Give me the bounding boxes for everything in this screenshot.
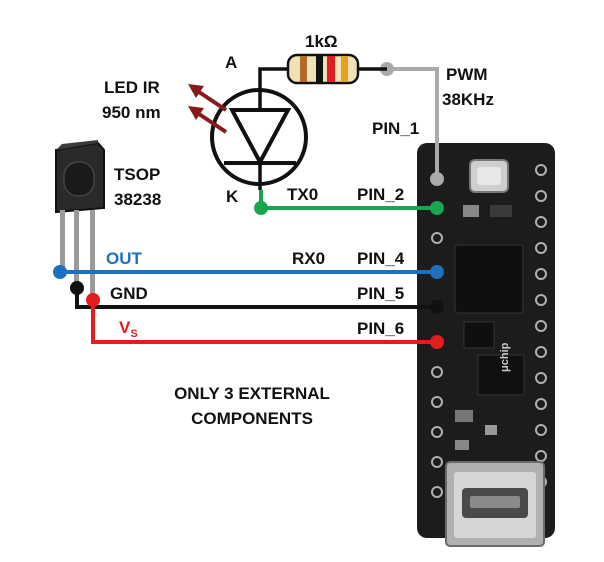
- vs-label-subscript: S: [130, 328, 137, 340]
- wire-vs: [91, 300, 437, 344]
- wire-pwm: [387, 67, 439, 179]
- ir-led-symbol: [210, 67, 308, 190]
- led-label-line1: LED IR: [104, 78, 160, 97]
- rx0-label: RX0: [292, 249, 325, 268]
- led-label-line2: 950 nm: [102, 103, 161, 122]
- node-pin1: [430, 172, 444, 186]
- ir-emission-arrows: [188, 84, 228, 134]
- node-out: [53, 265, 67, 279]
- note-line1: ONLY 3 EXTERNAL: [174, 384, 330, 403]
- pwm-label-line2: 38KHz: [442, 90, 494, 109]
- pin1-label: PIN_1: [372, 119, 419, 138]
- gnd-label: GND: [110, 284, 148, 303]
- vs-label-main: V: [119, 318, 131, 337]
- resistor-1k: [282, 53, 387, 85]
- node-vs: [86, 293, 100, 307]
- pin5-label: PIN_5: [357, 284, 404, 303]
- tsop-label-line1: TSOP: [114, 165, 160, 184]
- tx0-label: TX0: [287, 185, 318, 204]
- pwm-label-line1: PWM: [446, 65, 488, 84]
- node-pin5: [430, 300, 444, 314]
- node-pin4: [430, 265, 444, 279]
- anode-label: A: [225, 53, 237, 72]
- node-pin2: [430, 201, 444, 215]
- tsop-leg-gnd: [74, 210, 79, 288]
- tsop-label-line2: 38238: [114, 190, 161, 209]
- pin2-label: PIN_2: [357, 185, 404, 204]
- microcontroller-board: μchip: [417, 143, 555, 547]
- mcu-chip: [454, 244, 524, 314]
- resistor-value-label: 1kΩ: [305, 32, 338, 51]
- node-gnd: [70, 281, 84, 295]
- node-pin6: [430, 335, 444, 349]
- node-cathode: [254, 201, 268, 215]
- board-brand: μchip: [499, 342, 511, 372]
- tsop-leg-out: [60, 210, 65, 272]
- pin6-label: PIN_6: [357, 319, 404, 338]
- pin4-label: PIN_4: [357, 249, 405, 268]
- note-line2: COMPONENTS: [191, 409, 313, 428]
- usb-connector: [445, 461, 545, 547]
- vs-label: VS: [119, 318, 138, 340]
- tsop-leg-vs: [90, 210, 95, 300]
- out-label: OUT: [106, 249, 143, 268]
- cathode-label: K: [226, 187, 239, 206]
- tsop-sensor: [55, 140, 105, 300]
